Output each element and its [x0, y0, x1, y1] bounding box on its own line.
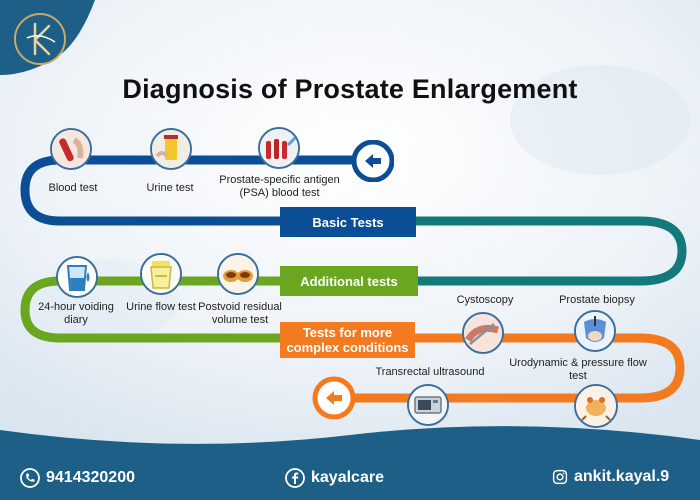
prostate-biopsy-label: Prostate biopsy — [559, 294, 635, 306]
urine-test-label: Urine test — [146, 182, 194, 194]
basic-tests-banner: Basic Tests — [280, 207, 416, 237]
instagram-handle: ankit.kayal.9 — [574, 468, 670, 485]
facebook-handle: kayalcare — [311, 469, 384, 486]
blood-test-icon — [50, 128, 92, 170]
voiding-diary-icon — [56, 256, 98, 298]
logo-icon — [14, 13, 66, 65]
page-title: Diagnosis of Prostate Enlargement — [122, 74, 578, 104]
postvoid-label: Postvoid residual volume test — [198, 301, 282, 326]
transrectal-ultrasound-icon — [407, 384, 449, 426]
cystoscopy-icon — [462, 312, 504, 354]
instagram-icon — [552, 469, 568, 485]
phone-contact[interactable]: 9414320200 — [20, 468, 135, 488]
diagnosis-path — [20, 155, 687, 403]
facebook-contact[interactable]: kayalcare — [285, 468, 384, 488]
phone-icon — [20, 468, 40, 488]
urine-flow-icon — [140, 253, 182, 295]
postvoid-residual-icon — [217, 253, 259, 295]
psa-test-label: Prostate-specific antigen (PSA) blood te… — [219, 174, 340, 199]
psa-test-icon — [258, 127, 300, 169]
blood-test-label: Blood test — [48, 182, 98, 194]
urine-test-icon — [150, 128, 192, 170]
voiding-diary-label: 24-hour voiding diary — [38, 301, 114, 326]
additional-tests-banner: Additional tests — [280, 266, 418, 296]
phone-number: 9414320200 — [46, 469, 135, 486]
instagram-contact[interactable]: ankit.kayal.9 — [552, 468, 669, 486]
end-arrow-icon — [312, 376, 356, 420]
prostate-biopsy-icon — [574, 310, 616, 352]
start-arrow-icon — [352, 140, 394, 182]
cystoscopy-label: Cystoscopy — [456, 294, 514, 306]
urodynamic-test-icon — [574, 384, 618, 428]
urine-flow-label: Urine flow test — [126, 301, 196, 313]
complex-tests-banner: Tests for more complex conditions — [280, 322, 415, 358]
transrectal-label: Transrectal ultrasound — [375, 366, 485, 378]
urodynamic-label: Urodynamic & pressure flow test — [509, 357, 647, 382]
facebook-icon — [285, 468, 305, 488]
